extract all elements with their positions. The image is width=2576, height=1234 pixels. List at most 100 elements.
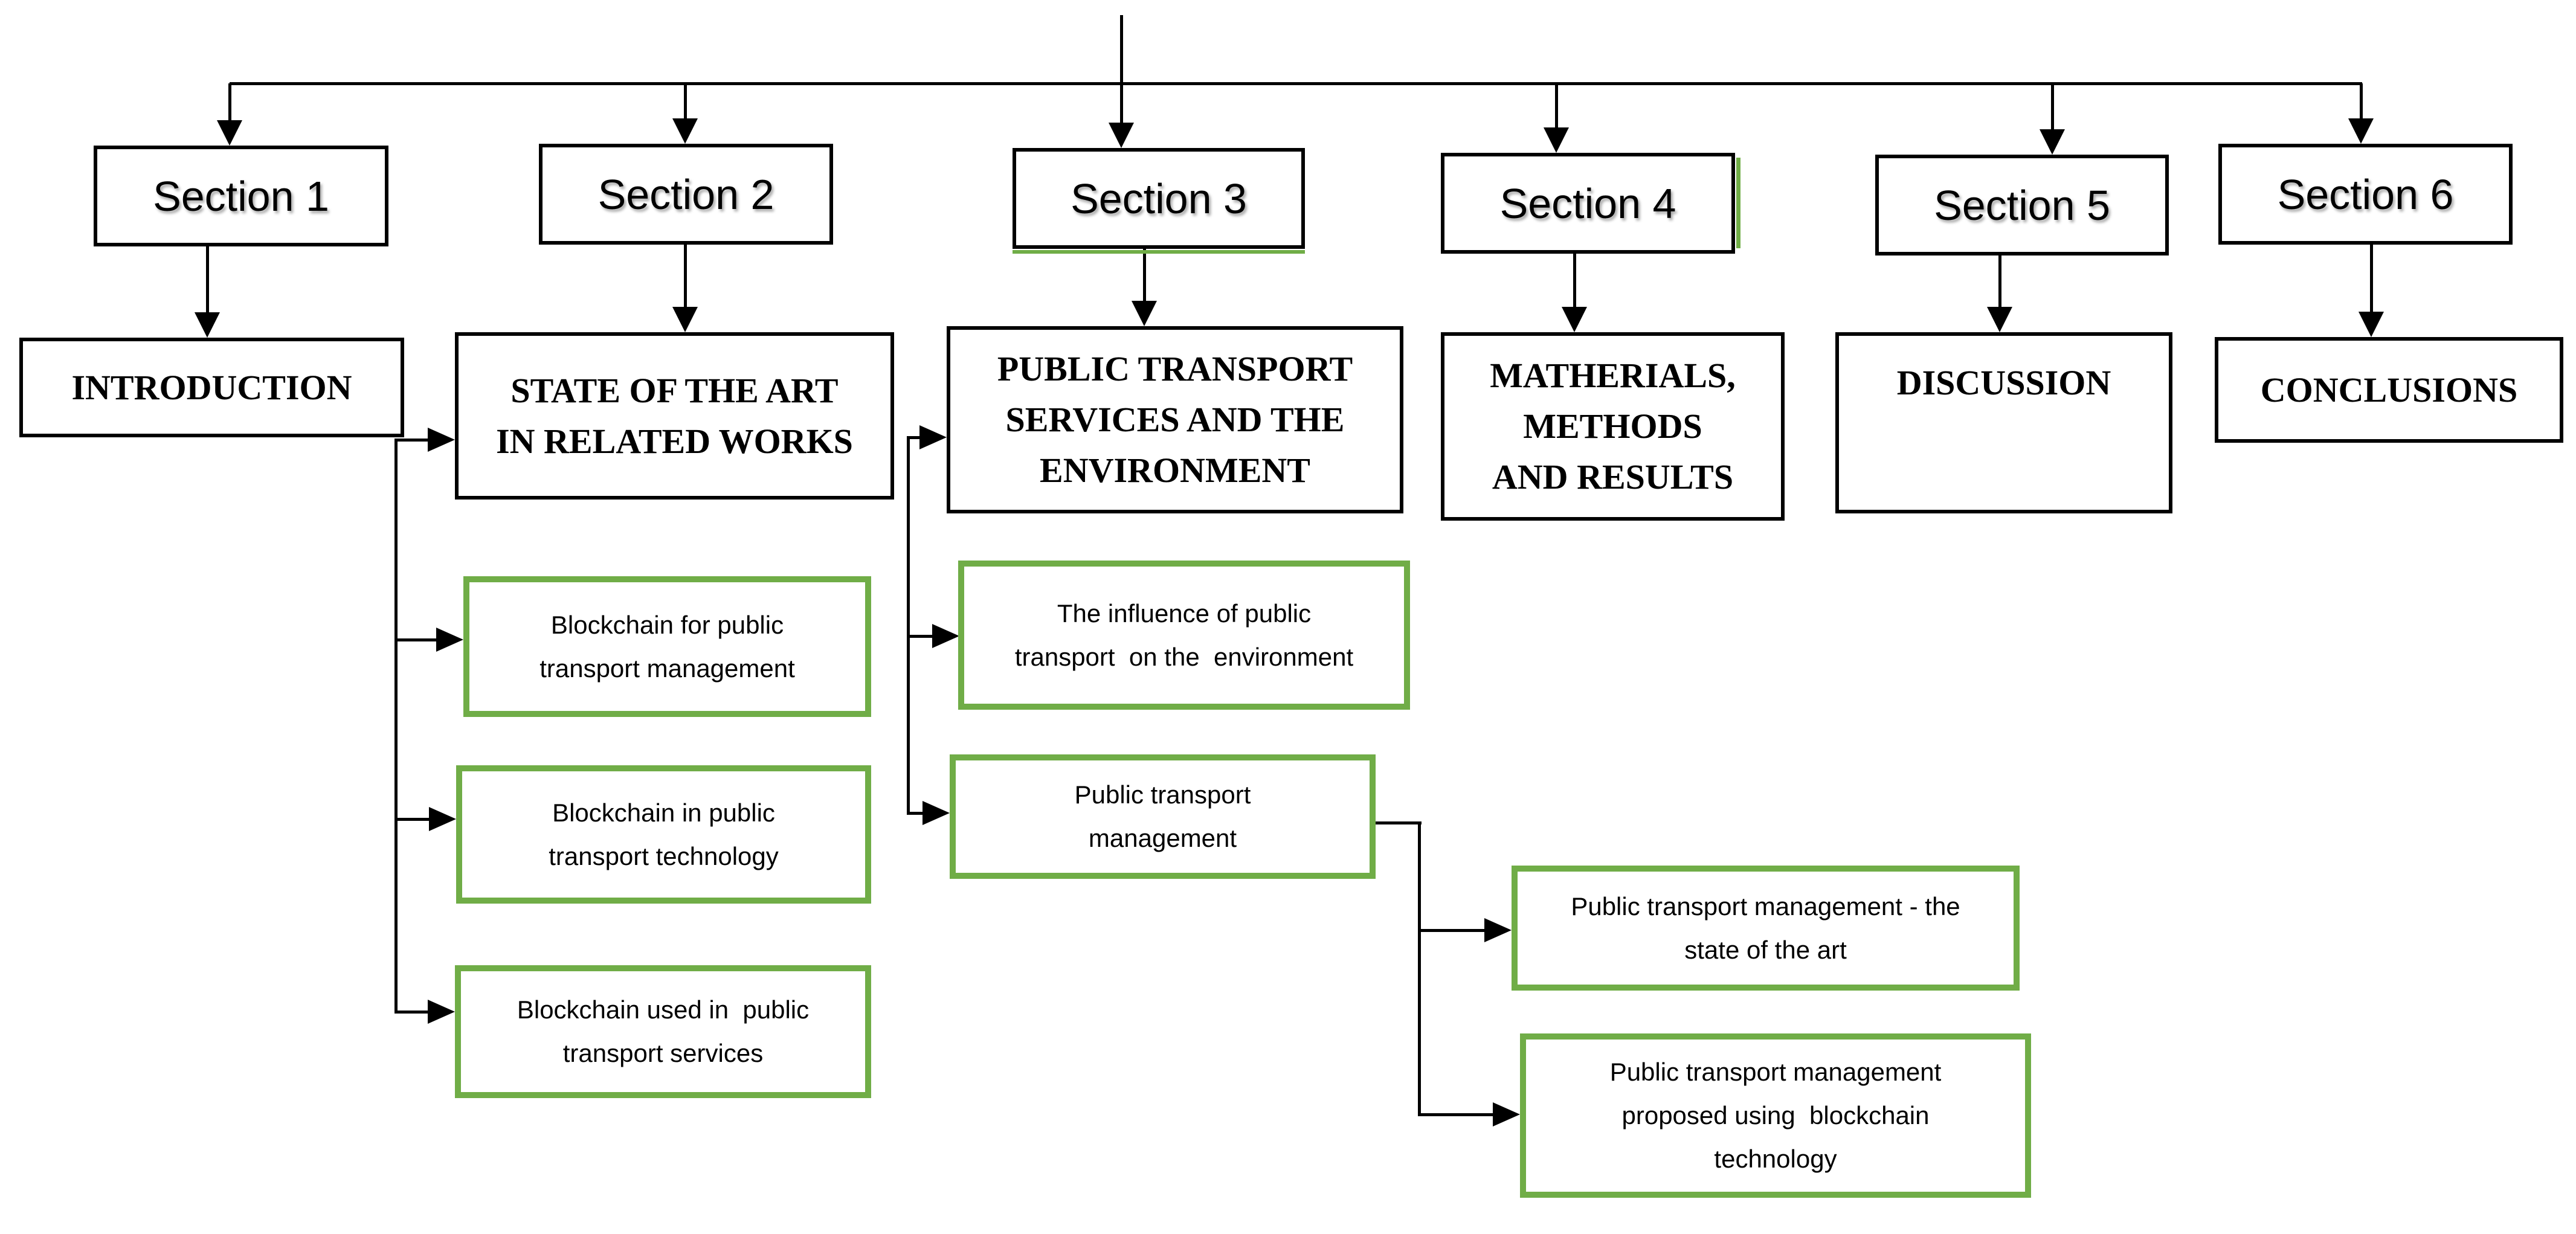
section-6-box: Section 6 — [2218, 144, 2513, 245]
arrowhead-section-5-to-discussion — [1987, 307, 2012, 332]
section-5-label: Section 5 — [1934, 181, 2110, 229]
line-section-5-to-discussion — [1998, 255, 2001, 307]
drop-arrowhead-section-5 — [2040, 129, 2065, 155]
branch-line-blockchain-technology — [394, 818, 429, 821]
drop-line-section-6 — [2360, 83, 2363, 118]
line-section-4-to-matherials — [1573, 254, 1576, 307]
heading-state-of-the-art-box: STATE OF THE ART IN RELATED WORKS — [455, 332, 894, 500]
line-trunk-to-public-transport-services — [907, 436, 921, 439]
line-section-6-to-conclusions — [2370, 245, 2373, 312]
topic-line: Public transport management - the — [1571, 892, 1960, 921]
arrowhead-section-3-to-public-transport-services — [1132, 301, 1157, 326]
heading-matherials-line-1: MATHERIALS, — [1490, 356, 1736, 395]
section-1-box: Section 1 — [94, 146, 388, 246]
section-2-box: Section 2 — [539, 144, 833, 245]
arrowhead-section-6-to-conclusions — [2359, 312, 2384, 337]
topic-line: proposed using blockchain — [1621, 1101, 1930, 1130]
section-4-label: Section 4 — [1499, 179, 1676, 227]
branch-arrowhead-management-state-of-the-art — [1484, 918, 1512, 942]
branch-line-management-state-of-the-art — [1418, 929, 1484, 932]
topic-line: Blockchain used in public — [517, 995, 810, 1024]
root-connector-line — [1120, 15, 1123, 123]
heading-state-line-2: IN RELATED WORKS — [496, 421, 853, 461]
topic-line: management — [1088, 824, 1237, 852]
topic-line: transport technology — [549, 841, 779, 870]
topic-line: state of the art — [1684, 935, 1847, 964]
root-arrowhead — [1109, 123, 1134, 148]
topic-line: Public transport management — [1609, 1058, 1942, 1086]
section-3-box: Section 3 — [1013, 148, 1305, 249]
drop-line-section-1 — [228, 83, 231, 120]
heading-discussion-line: DISCUSSION — [1896, 363, 2111, 402]
heading-state-line-1: STATE OF THE ART — [510, 370, 839, 410]
branch-line-management-blockchain-proposal — [1418, 1113, 1493, 1116]
section-2-label: Section 2 — [597, 170, 774, 218]
line-section-3-to-public-transport-services — [1143, 249, 1146, 301]
arrowhead-trunk-to-public-transport-services — [919, 425, 947, 449]
arrowhead-section-2-to-state-of-the-art — [672, 307, 698, 332]
branch-arrowhead-influence-environment — [932, 624, 959, 648]
topic-line: transport services — [562, 1039, 764, 1067]
heading-conclusions-box: CONCLUSIONS — [2215, 337, 2563, 443]
section-1-label: Section 1 — [153, 172, 329, 220]
heading-conclusions-line: CONCLUSIONS — [2260, 370, 2518, 410]
arrowhead-section-1-to-introduction — [195, 312, 220, 338]
topic-line: Public transport — [1074, 780, 1251, 809]
branch-line-influence-environment — [907, 635, 932, 638]
branch-line-blockchain-services — [394, 1011, 429, 1014]
spine-connector-line — [230, 82, 2362, 85]
drop-arrowhead-section-4 — [1544, 127, 1569, 153]
section-6-label: Section 6 — [2277, 170, 2454, 218]
topic-public-transport-management-box: Public transport management — [950, 754, 1376, 879]
branch-line-public-transport-management — [907, 812, 923, 815]
line-section-1-to-introduction — [206, 246, 209, 312]
heading-discussion-box: DISCUSSION — [1835, 332, 2172, 513]
heading-matherials-box: MATHERIALS, METHODS AND RESULTS — [1441, 332, 1785, 521]
topic-line: technology — [1714, 1145, 1837, 1173]
drop-line-section-2 — [684, 83, 687, 118]
arrowhead-introduction-to-state-of-the-art — [428, 428, 455, 452]
topic-line: The influence of public — [1057, 599, 1312, 628]
section-4-green-edge — [1736, 158, 1740, 248]
topic-blockchain-for-public-transport-management-box: Blockchain for public transport manageme… — [463, 576, 871, 717]
branch-arrowhead-public-transport-management — [923, 801, 950, 825]
topic-line: Blockchain for public — [550, 610, 784, 639]
heading-public-transport-services-box: PUBLIC TRANSPORT SERVICES AND THE ENVIRO… — [947, 326, 1403, 513]
topic-line: transport management — [539, 654, 795, 683]
arrowhead-section-4-to-matherials — [1562, 307, 1587, 332]
branch-arrowhead-management-blockchain-proposal — [1493, 1102, 1520, 1126]
section-5-box: Section 5 — [1875, 155, 2169, 255]
section-3-label: Section 3 — [1071, 175, 1247, 222]
topic-public-transport-management-blockchain-proposal-box: Public transport management proposed usi… — [1520, 1033, 2031, 1198]
line-introduction-to-state-of-the-art — [394, 439, 429, 442]
heading-services-line-2: SERVICES AND THE — [1005, 400, 1345, 439]
section-3-green-underline — [1013, 250, 1305, 254]
management-trunk-stub-line — [1376, 821, 1422, 824]
heading-introduction-box: INTRODUCTION — [19, 338, 404, 437]
drop-arrowhead-section-2 — [672, 118, 698, 144]
branch-line-blockchain-management — [394, 638, 437, 641]
drop-line-section-4 — [1555, 83, 1558, 127]
management-trunk-line — [1418, 821, 1421, 1114]
topic-line: Blockchain in public — [552, 798, 775, 827]
topic-line: transport on the environment — [1014, 642, 1354, 671]
section-4-box: Section 4 — [1441, 153, 1735, 254]
services-trunk-line — [907, 436, 910, 813]
heading-introduction-line: INTRODUCTION — [71, 367, 352, 407]
branch-arrowhead-blockchain-technology — [429, 807, 456, 831]
topic-influence-of-public-transport-on-environment-box: The influence of public transport on the… — [958, 561, 1410, 710]
drop-line-section-5 — [2051, 83, 2054, 129]
topic-blockchain-in-public-transport-technology-box: Blockchain in public transport technolog… — [456, 765, 871, 904]
line-section-2-to-state-of-the-art — [684, 245, 687, 307]
drop-arrowhead-section-6 — [2348, 118, 2374, 144]
introduction-trunk-line — [394, 439, 398, 1012]
branch-arrowhead-blockchain-services — [428, 1000, 455, 1024]
topic-blockchain-used-in-public-transport-services-box: Blockchain used in public transport serv… — [455, 965, 871, 1098]
branch-arrowhead-blockchain-management — [436, 628, 463, 652]
heading-services-line-1: PUBLIC TRANSPORT — [997, 349, 1353, 388]
topic-public-transport-management-state-of-the-art-box: Public transport management - the state … — [1512, 866, 2020, 991]
drop-arrowhead-section-1 — [217, 120, 242, 146]
heading-matherials-line-2: METHODS — [1523, 407, 1702, 446]
heading-matherials-line-3: AND RESULTS — [1492, 457, 1734, 496]
